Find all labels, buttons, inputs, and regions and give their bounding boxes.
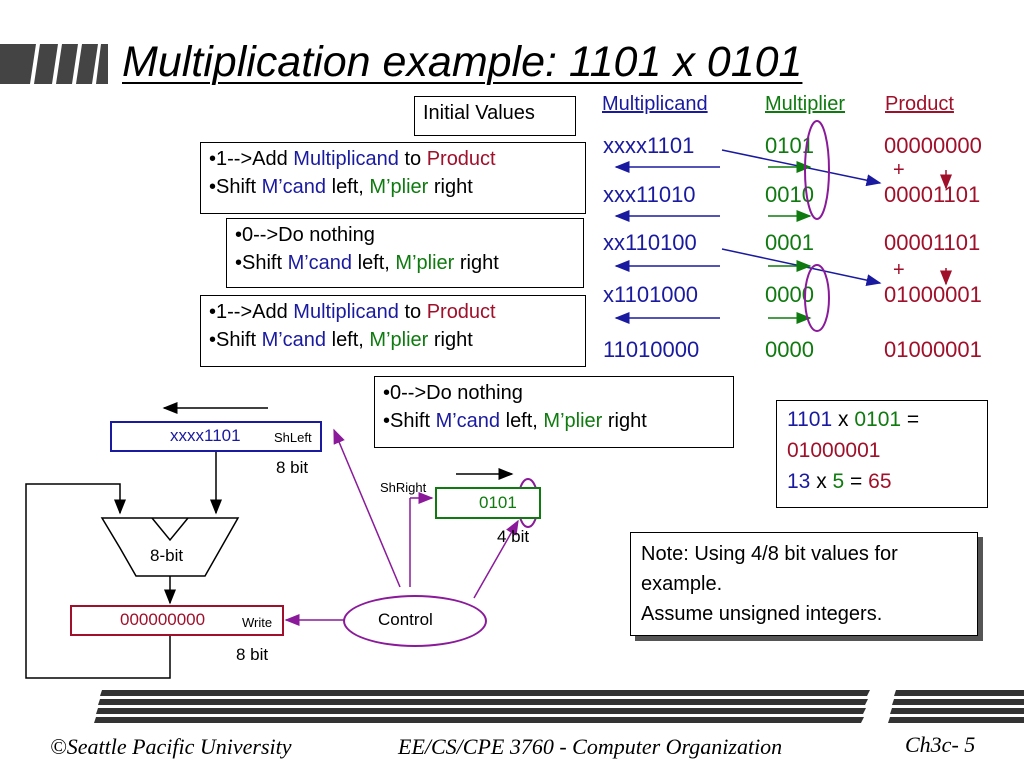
- note-box: Note: Using 4/8 bit values for example. …: [630, 532, 978, 636]
- row3-multiplier: 0001: [765, 230, 814, 255]
- result-x: x: [832, 408, 855, 431]
- multiplicand-register-ctrl: ShLeft: [274, 430, 312, 445]
- multiplier-register: 0101: [435, 487, 541, 519]
- step-box-4: •0-->Do nothing •Shift M’cand left, M’pl…: [374, 376, 734, 448]
- step3-mcand: Multiplicand: [293, 301, 399, 323]
- step1-action: •1-->Add: [209, 148, 294, 170]
- note-line-1: Note: Using 4/8 bit values for: [641, 543, 898, 565]
- step1-product: Product: [426, 148, 496, 170]
- step4-right: right: [602, 410, 647, 432]
- row3-multiplicand: xx110100: [603, 230, 697, 255]
- step3-right: right: [428, 329, 473, 351]
- header-multiplicand: Multiplicand: [602, 93, 708, 115]
- step2-left: left,: [352, 252, 396, 274]
- row1-product: 00000000: [884, 133, 982, 158]
- step2-shift: •Shift: [235, 252, 288, 274]
- result-eq: =: [901, 408, 920, 431]
- result-product-decimal: 65: [868, 470, 892, 493]
- step1-mplier: M’plier: [369, 176, 429, 198]
- step1-shift: •Shift: [209, 176, 262, 198]
- product-register: 000000000 Write: [70, 605, 284, 636]
- title-stripes-decoration: [0, 44, 108, 84]
- row2-product: 00001101: [884, 182, 981, 207]
- row2-multiplicand: xxx11010: [603, 182, 696, 207]
- step1-right: right: [428, 176, 473, 198]
- initial-values-box: Initial Values: [414, 96, 576, 136]
- control-label: Control: [378, 610, 433, 629]
- row1-multiplicand: xxxx1101: [603, 133, 695, 158]
- step3-to: to: [398, 301, 427, 323]
- step4-left: left,: [500, 410, 544, 432]
- multiplier-register-value: 0101: [479, 493, 517, 512]
- product-register-width: 8 bit: [236, 645, 269, 664]
- footer-right: Ch3c- 5: [905, 732, 976, 757]
- row5-multiplier: 0000: [765, 337, 814, 362]
- step2-action: •0-->Do nothing: [235, 224, 375, 246]
- result-b-decimal: 5: [832, 470, 845, 493]
- step2-mplier: M’plier: [395, 252, 455, 274]
- alu-label: 8-bit: [150, 546, 184, 565]
- row5-product: 01000001: [884, 337, 982, 362]
- result-box: 1101 x 0101 = 01000001 13 x 5 = 65: [776, 400, 988, 508]
- note-line-3: Assume unsigned integers.: [641, 603, 883, 625]
- multiplicand-register-value: xxxx1101: [170, 426, 241, 445]
- step3-mcand-short: M’cand: [261, 329, 327, 351]
- plus-sign-1: +: [893, 159, 905, 181]
- multiplier-register-width: 4 bit: [497, 527, 530, 546]
- multiplicand-register: xxxx1101 ShLeft: [110, 421, 322, 452]
- multiplier-register-ctrl: ShRight: [380, 480, 427, 495]
- multiplicand-register-width: 8 bit: [276, 458, 309, 477]
- step-box-3: •1-->Add Multiplicand to Product •Shift …: [200, 295, 586, 367]
- page-title: Multiplication example: 1101 x 0101: [122, 38, 803, 86]
- step4-action: •0-->Do nothing: [383, 382, 523, 404]
- result-eq2: =: [844, 470, 869, 493]
- header-multiplier: Multiplier: [765, 93, 846, 115]
- step1-mcand: Multiplicand: [293, 148, 399, 170]
- step4-mcand-short: M’cand: [435, 410, 501, 432]
- step3-mplier: M’plier: [369, 329, 429, 351]
- table-annotations: [614, 120, 952, 332]
- result-a: 1101: [787, 408, 833, 431]
- footer-stripes-decoration: [94, 690, 1024, 723]
- row3-product: 00001101: [884, 230, 981, 255]
- result-b: 0101: [854, 408, 902, 431]
- step-box-2: •0-->Do nothing •Shift M’cand left, M’pl…: [226, 218, 584, 288]
- note-line-2: example.: [641, 573, 723, 595]
- step2-right: right: [454, 252, 499, 274]
- lsb-oval-2: [804, 264, 830, 332]
- row5-multiplicand: 11010000: [603, 337, 700, 362]
- control-unit: Control: [343, 595, 487, 647]
- step4-shift: •Shift: [383, 410, 436, 432]
- result-product-binary: 01000001: [787, 439, 881, 462]
- result-x2: x: [810, 470, 833, 493]
- result-a-decimal: 13: [787, 470, 811, 493]
- step3-left: left,: [326, 329, 370, 351]
- step2-mcand-short: M’cand: [287, 252, 353, 274]
- header-product: Product: [885, 93, 954, 115]
- step1-left: left,: [326, 176, 370, 198]
- initial-values-label: Initial Values: [423, 102, 535, 124]
- footer-center: EE/CS/CPE 3760 - Computer Organization: [398, 734, 783, 759]
- row4-multiplicand: x1101000: [603, 282, 699, 307]
- footer-left: ©Seattle Pacific University: [50, 734, 292, 759]
- step3-action: •1-->Add: [209, 301, 294, 323]
- step3-product: Product: [426, 301, 496, 323]
- step1-to: to: [398, 148, 427, 170]
- step4-mplier: M’plier: [543, 410, 603, 432]
- lsb-oval-1: [804, 120, 830, 220]
- product-register-value: 000000000: [120, 610, 206, 629]
- product-register-ctrl: Write: [242, 615, 273, 630]
- step1-mcand-short: M’cand: [261, 176, 327, 198]
- row4-product: 01000001: [884, 282, 982, 307]
- datapath-wiring: [25, 402, 539, 679]
- step3-shift: •Shift: [209, 329, 262, 351]
- plus-sign-2: +: [893, 259, 905, 281]
- step-box-1: •1-->Add Multiplicand to Product •Shift …: [200, 142, 586, 214]
